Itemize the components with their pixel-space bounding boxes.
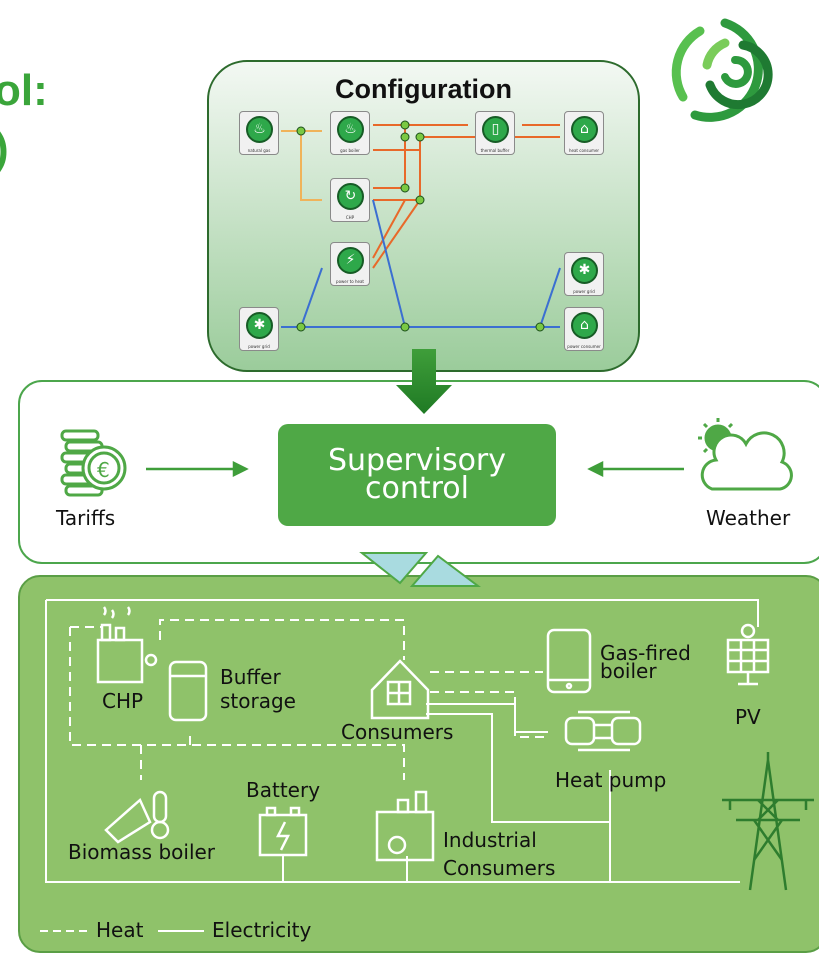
industrial-consumers-label-line1: Industrial — [443, 828, 537, 852]
flame-icon: ♨ — [246, 116, 273, 143]
pylon-icon: ✱ — [246, 312, 273, 339]
svg-text:€: € — [97, 458, 110, 482]
battery-label: Battery — [246, 778, 321, 802]
house-power-icon: ⌂ — [571, 312, 598, 339]
supervisory-label-line2: control — [365, 471, 469, 506]
node-chp[interactable]: ↻ CHP — [330, 178, 370, 222]
factory-icon — [375, 790, 435, 862]
house-icon — [370, 659, 430, 720]
node-power-grid-in[interactable]: ✱ power grid — [239, 307, 279, 351]
house-heat-icon: ⌂ — [571, 116, 598, 143]
node-caption: power grid — [573, 289, 595, 294]
logo-icon — [671, 18, 773, 122]
pv-panel-icon — [726, 623, 770, 686]
chp-plant-icon — [96, 606, 158, 684]
node-power-consumer[interactable]: ⌂ power consumer — [564, 307, 604, 351]
biomass-boiler-icon — [104, 790, 170, 844]
power-to-heat-icon: ⚡ — [337, 247, 364, 274]
system-panel — [18, 575, 819, 953]
consumers-label: Consumers — [341, 720, 454, 744]
node-caption: natural gas — [247, 148, 271, 153]
supervisory-label-line1: Supervisory — [327, 443, 507, 478]
node-caption: thermal buffer — [480, 148, 510, 153]
storage-tank-icon: ▯ — [482, 116, 509, 143]
chp-icon: ↻ — [337, 183, 364, 210]
buffer-storage-label-line2: storage — [220, 689, 296, 713]
configuration-title: Configuration — [335, 74, 512, 104]
power-pylon-icon — [722, 752, 814, 891]
node-gas-boiler[interactable]: ♨ gas boiler — [330, 111, 370, 155]
supervisory-control-box: Supervisory control — [278, 424, 556, 526]
buffer-storage-icon — [168, 660, 208, 722]
node-natural-gas[interactable]: ♨ natural gas — [239, 111, 279, 155]
heat-pump-icon — [564, 710, 642, 752]
legend-electricity-label: Electricity — [212, 918, 312, 942]
pv-label: PV — [735, 705, 761, 729]
gas-boiler-icon — [546, 628, 592, 694]
chp-label: CHP — [102, 689, 144, 713]
industrial-consumers-label-line2: Consumers — [443, 856, 556, 880]
weather-label: Weather — [706, 506, 791, 530]
biomass-boiler-label: Biomass boiler — [68, 840, 216, 864]
node-caption: power consumer — [567, 344, 601, 349]
node-caption: CHP — [345, 215, 355, 220]
battery-icon — [258, 806, 308, 857]
node-caption: power to heat — [336, 279, 364, 284]
cropped-heading: ol: ) — [0, 62, 48, 178]
node-power-grid-out[interactable]: ✱ power grid — [564, 252, 604, 296]
node-power-to-heat[interactable]: ⚡ power to heat — [330, 242, 370, 286]
node-caption: power grid — [248, 344, 270, 349]
node-heat-consumer[interactable]: ⌂ heat consumer — [564, 111, 604, 155]
cropped-heading-line2: ) — [0, 120, 48, 178]
gas-fired-boiler-label-line2: boiler — [600, 659, 657, 683]
heat-pump-label: Heat pump — [555, 768, 667, 792]
legend-heat-label: Heat — [96, 918, 144, 942]
node-thermal-buffer[interactable]: ▯ thermal buffer — [475, 111, 515, 155]
node-caption: heat consumer — [568, 148, 600, 153]
node-caption: gas boiler — [340, 148, 360, 153]
gas-fired-boiler-label-line1: Gas-fired — [600, 641, 691, 665]
buffer-storage-label-line1: Buffer — [220, 665, 281, 689]
tariffs-label: Tariffs — [56, 506, 116, 530]
gas-boiler-icon: ♨ — [337, 116, 364, 143]
pylon-icon: ✱ — [571, 257, 598, 284]
cropped-heading-line1: ol: — [0, 66, 48, 115]
